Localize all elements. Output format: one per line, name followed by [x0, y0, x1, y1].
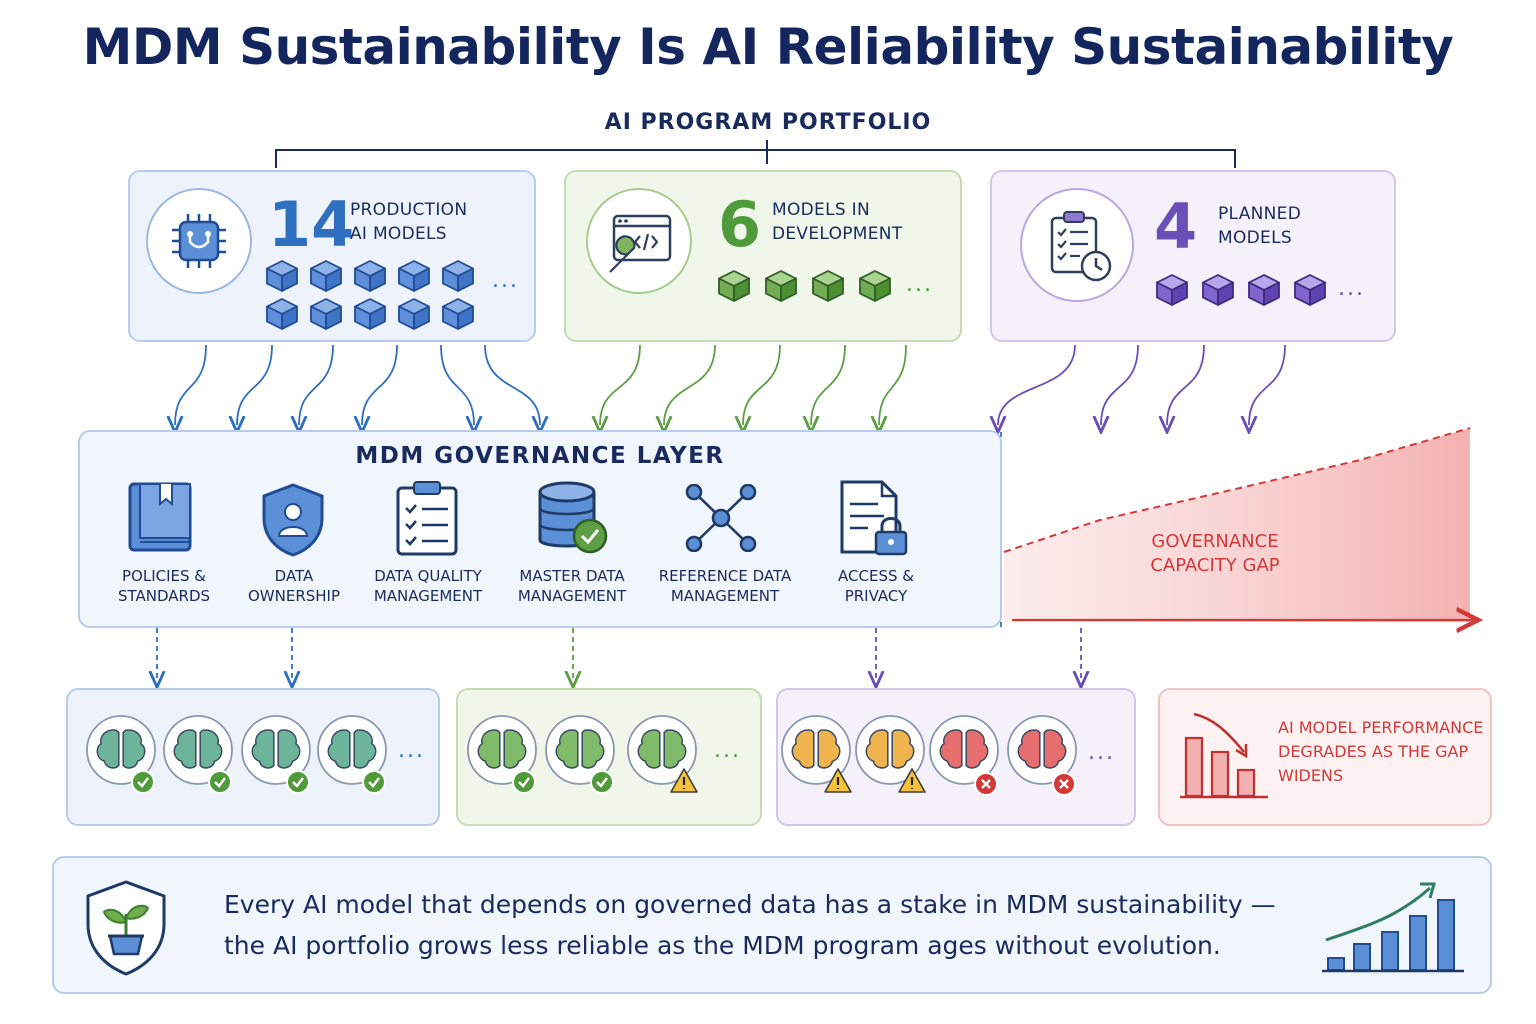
production-model-cube	[442, 260, 474, 292]
development-model-cube	[812, 270, 844, 302]
production-model-cube	[310, 298, 342, 330]
production-label: PRODUCTION AI MODELS	[350, 200, 468, 244]
brain-model-icon	[86, 715, 156, 794]
development-model-cube	[718, 270, 750, 302]
brain-model-icon	[317, 715, 387, 794]
brain-model-icon	[467, 715, 537, 794]
development-arrows	[600, 344, 907, 425]
development-count: 6	[718, 188, 762, 261]
shield-plant-icon	[86, 880, 166, 976]
development-model-cube	[765, 270, 797, 302]
production-card: 14 PRODUCTION AI MODELS ...	[128, 170, 536, 342]
production-model-cube	[354, 260, 386, 292]
shield-user-icon	[262, 483, 324, 557]
brain-model-icon	[163, 715, 233, 794]
production-cubes	[266, 260, 474, 330]
planned-model-cube	[1202, 274, 1234, 306]
development-status-ellipsis: ...	[714, 738, 741, 763]
footer-panel	[52, 856, 1492, 994]
production-model-cube	[266, 260, 298, 292]
footer-text: Every AI model that depends on governed …	[224, 890, 1276, 960]
book-icon	[128, 482, 192, 552]
development-ellipsis: ...	[906, 272, 933, 297]
brain-model-icon	[627, 715, 698, 793]
planned-model-cube	[1294, 274, 1326, 306]
clipboard-clock-icon	[1020, 188, 1134, 302]
development-model-cube	[859, 270, 891, 302]
planned-ellipsis: ...	[1338, 276, 1365, 301]
production-model-cube	[310, 260, 342, 292]
production-arrows	[175, 344, 540, 425]
network-icon	[685, 484, 757, 552]
planned-arrows	[998, 344, 1286, 425]
gap-dashed-line	[1003, 427, 1471, 553]
gap-area	[1004, 428, 1470, 622]
production-model-cube	[398, 260, 430, 292]
production-model-cube	[442, 298, 474, 330]
brain-model-icon	[1007, 715, 1077, 796]
production-model-cube	[266, 298, 298, 330]
portfolio-label: AI PROGRAM PORTFOLIO	[604, 110, 932, 135]
planned-label: PLANNED MODELS	[1218, 204, 1302, 248]
declining-bars-icon	[1180, 712, 1268, 799]
planned-cubes	[1156, 274, 1326, 306]
production-model-cube	[354, 298, 386, 330]
growth-chart-icon	[1322, 882, 1464, 973]
checklist-icon	[396, 481, 458, 556]
planned-count: 4	[1154, 190, 1198, 263]
page-title: MDM Sustainability Is AI Reliability Sus…	[82, 18, 1454, 76]
database-check-icon	[538, 481, 608, 554]
brain-model-icon	[929, 715, 999, 796]
production-status-ellipsis: ...	[398, 738, 425, 763]
brain-model-icon	[781, 715, 852, 793]
production-model-cube	[398, 298, 430, 330]
planned-model-cube	[1248, 274, 1280, 306]
development-cubes	[718, 270, 891, 302]
brain-model-icon	[855, 715, 926, 793]
brain-model-icon	[545, 715, 615, 794]
planned-status-ellipsis: ...	[1088, 740, 1115, 765]
gov-item-access-privacy: ACCESS &PRIVACY	[838, 567, 914, 605]
production-count: 14	[268, 188, 355, 261]
development-card: 6 MODELS IN DEVELOPMENT ...	[564, 170, 962, 342]
code-wrench-icon	[586, 188, 692, 294]
planned-model-cube	[1156, 274, 1188, 306]
planned-card: 4 PLANNED MODELS ...	[990, 170, 1396, 342]
development-label: MODELS IN DEVELOPMENT	[772, 200, 903, 244]
chip-icon	[146, 188, 252, 294]
document-lock-icon	[840, 480, 908, 556]
gov-item-policies: POLICIES &STANDARDS	[117, 567, 211, 605]
brain-model-icon	[241, 715, 311, 794]
governance-title: MDM GOVERNANCE LAYER	[355, 443, 725, 469]
production-ellipsis: ...	[492, 268, 519, 293]
